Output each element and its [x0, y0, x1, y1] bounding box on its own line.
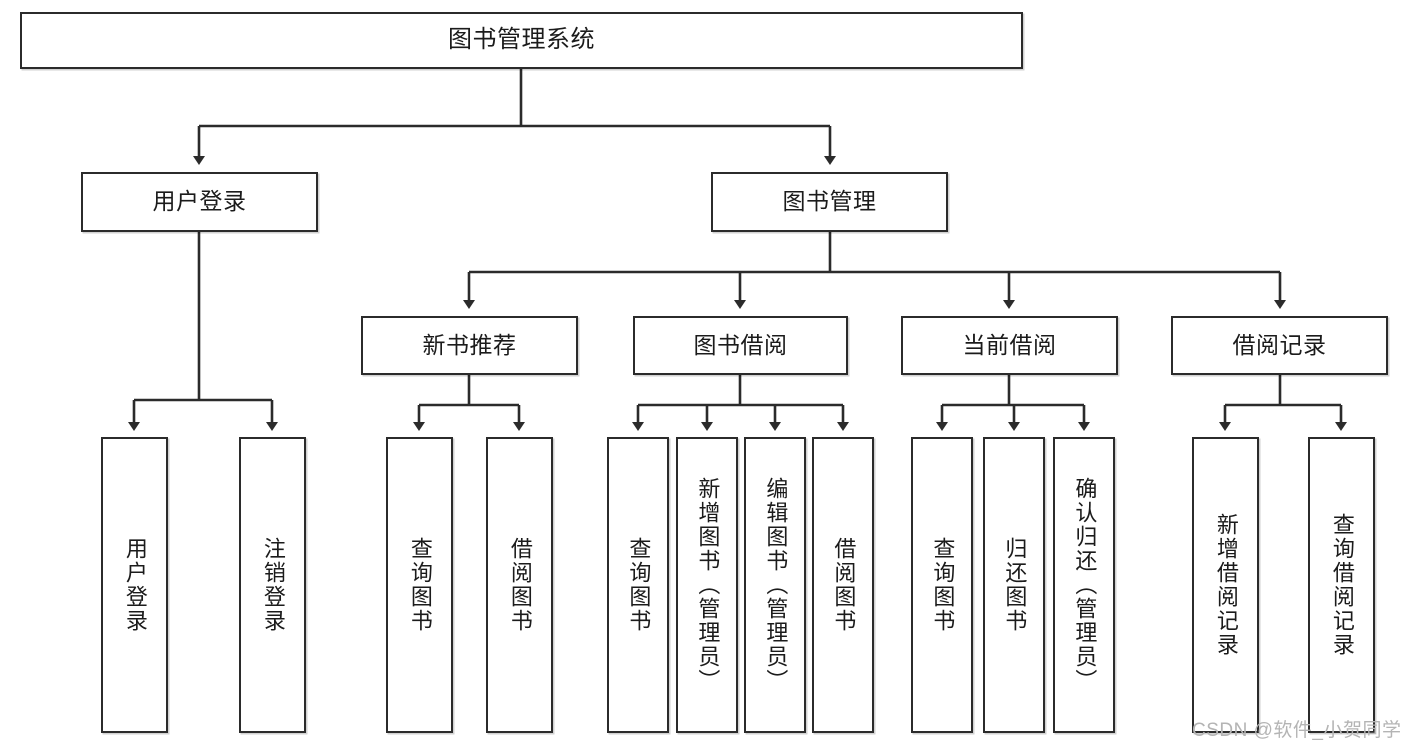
node-borrow-record[interactable]: 借阅记录 — [1171, 316, 1388, 375]
node-leaf-borrow-book[interactable]: 借阅图书 — [812, 437, 874, 733]
node-label: 图书管理 — [782, 188, 877, 215]
csdn-watermark: CSDN @软件_小贺同学 — [1192, 720, 1402, 741]
node-label: 新增借阅记录 — [1213, 513, 1239, 657]
node-leaf-add-book-admin[interactable]: 新增图书（管理员） — [676, 437, 738, 733]
node-leaf-add-borrow-record[interactable]: 新增借阅记录 — [1192, 437, 1259, 733]
node-label: 新增图书（管理员） — [695, 477, 721, 693]
node-root-system[interactable]: 图书管理系统 — [20, 12, 1023, 69]
node-user-login[interactable]: 用户登录 — [81, 172, 318, 232]
node-leaf-return-book[interactable]: 归还图书 — [983, 437, 1045, 733]
node-leaf-query-book-current[interactable]: 查询图书 — [911, 437, 973, 733]
node-leaf-logout-login[interactable]: 注销登录 — [239, 437, 306, 733]
node-book-borrow[interactable]: 图书借阅 — [633, 316, 848, 375]
node-label: 编辑图书（管理员） — [763, 477, 789, 693]
node-label: 借阅图书 — [507, 537, 533, 633]
node-leaf-query-book-recommend[interactable]: 查询图书 — [386, 437, 453, 733]
node-label: 借阅图书 — [831, 537, 857, 633]
node-label: 用户登录 — [152, 188, 247, 215]
node-leaf-edit-book-admin[interactable]: 编辑图书（管理员） — [744, 437, 806, 733]
node-label: 图书借阅 — [693, 331, 788, 358]
node-label: 当前借阅 — [962, 331, 1057, 358]
node-leaf-query-book-borrow[interactable]: 查询图书 — [607, 437, 669, 733]
node-label: 归还图书 — [1002, 537, 1028, 633]
node-leaf-borrow-book-recommend[interactable]: 借阅图书 — [486, 437, 553, 733]
node-new-book-recommend[interactable]: 新书推荐 — [361, 316, 578, 375]
node-label: 借阅记录 — [1232, 331, 1327, 358]
node-label: 查询借阅记录 — [1329, 513, 1355, 657]
node-book-management[interactable]: 图书管理 — [711, 172, 948, 232]
node-label: 用户登录 — [122, 537, 148, 633]
node-leaf-user-login[interactable]: 用户登录 — [101, 437, 168, 733]
node-label: 新书推荐 — [422, 331, 517, 358]
node-current-borrow[interactable]: 当前借阅 — [901, 316, 1118, 375]
node-leaf-confirm-return-admin[interactable]: 确认归还（管理员） — [1053, 437, 1115, 733]
node-label: 查询图书 — [407, 537, 433, 633]
node-label: 查询图书 — [930, 537, 956, 633]
node-label: 注销登录 — [260, 537, 286, 633]
node-label: 图书管理系统 — [448, 26, 595, 54]
node-label: 确认归还（管理员） — [1072, 477, 1098, 693]
node-label: 查询图书 — [626, 537, 652, 633]
node-leaf-query-borrow-record[interactable]: 查询借阅记录 — [1308, 437, 1375, 733]
